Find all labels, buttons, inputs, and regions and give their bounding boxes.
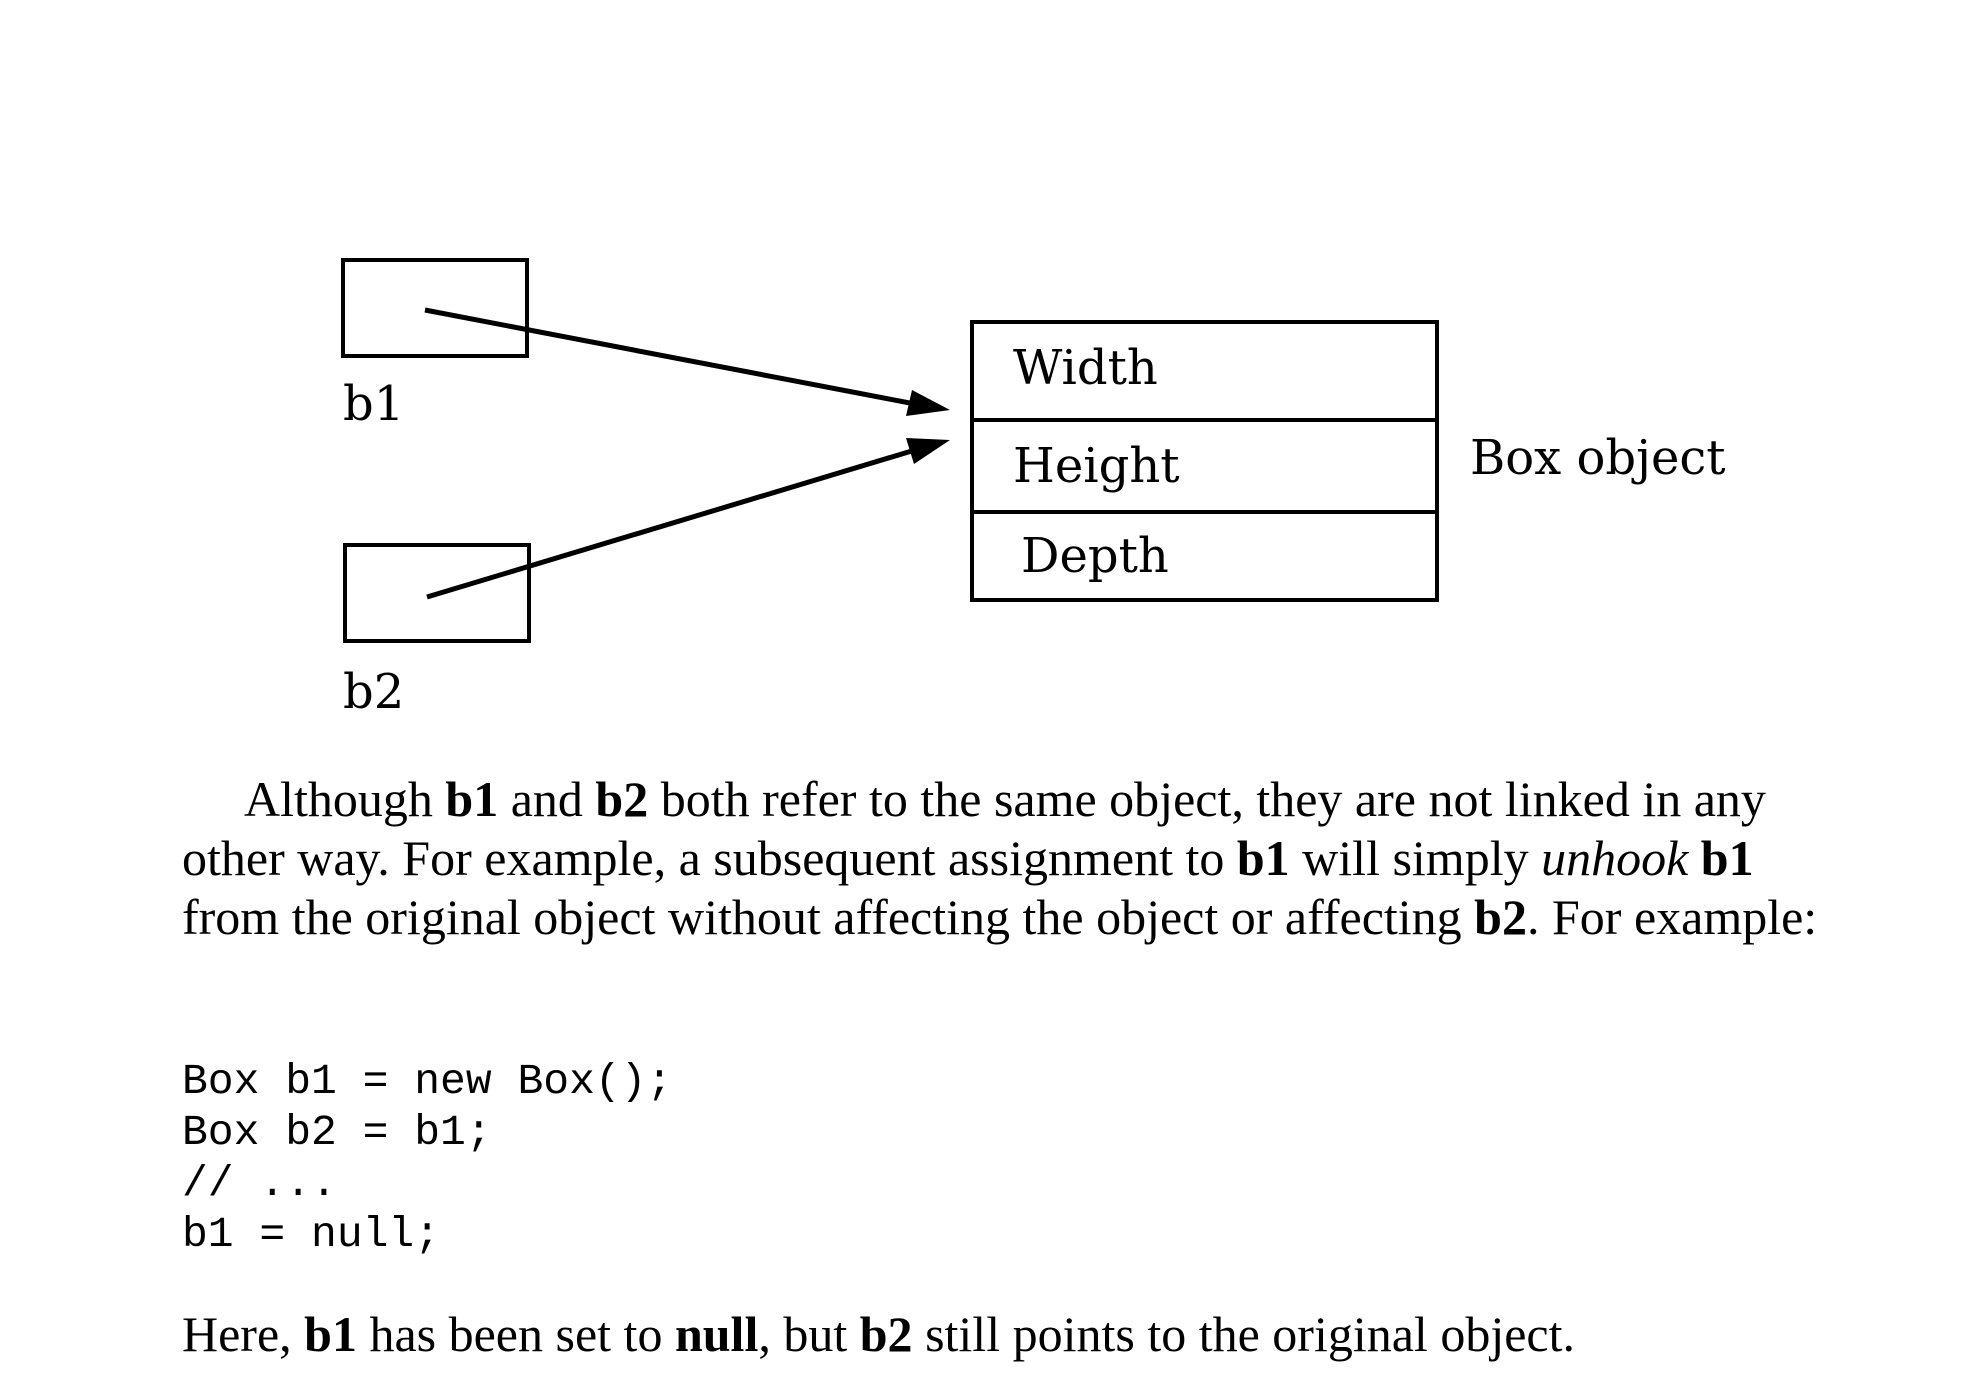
- conclusion-paragraph: Here, b1 has been set to null, but b2 st…: [182, 1305, 1862, 1364]
- para2-null-term: null: [674, 1306, 759, 1362]
- b1-pointer-arrow-line: [424, 307, 916, 407]
- para1-b2-term: b2: [595, 771, 649, 827]
- explanation-paragraph: Although b1 and b2 both refer to the sam…: [182, 770, 1862, 947]
- para1-b1-term-3: b1: [1700, 830, 1754, 886]
- para2-b1-term: b1: [304, 1306, 357, 1362]
- code-line: Box b2 = b1;: [182, 1108, 492, 1157]
- b2-arrowhead-icon: [906, 438, 950, 464]
- code-example: Box b1 = new Box();Box b2 = b1;// ...b1 …: [182, 1056, 672, 1260]
- para1-unhook-emphasis: unhook: [1541, 830, 1689, 886]
- para2-text-2: has been set to: [356, 1306, 675, 1362]
- para2-text-1: Here,: [182, 1306, 305, 1362]
- field-height-label: Height: [1013, 438, 1180, 494]
- code-line: // ...: [182, 1159, 337, 1208]
- para1-b1-term: b1: [445, 771, 499, 827]
- b1-label: b1: [343, 376, 404, 432]
- code-line: b1 = null;: [182, 1210, 441, 1259]
- box-object-label: Box object: [1470, 430, 1726, 486]
- para1-text-4: will simply: [1289, 830, 1542, 886]
- para1-text-3: both refer to the same object, they are …: [182, 771, 1766, 886]
- b2-pointer-arrow-line: [426, 447, 916, 600]
- para1-b1-term-2: b1: [1236, 830, 1290, 886]
- box-object-rect: [970, 320, 1439, 602]
- b1-arrowhead-icon: [906, 390, 950, 416]
- para1-b2-term-2: b2: [1474, 889, 1527, 945]
- b2-reference-box: [343, 543, 531, 643]
- para2-b2-term: b2: [859, 1306, 913, 1362]
- para1-text-5: [1688, 830, 1701, 886]
- b2-label: b2: [343, 664, 404, 720]
- para1-text-1: Although: [244, 771, 446, 827]
- para2-text-4: still points to the original object.: [912, 1306, 1575, 1362]
- code-line: Box b1 = new Box();: [182, 1057, 673, 1106]
- para2-text-3: , but: [758, 1306, 860, 1362]
- field-depth-label: Depth: [1021, 528, 1169, 584]
- para1-text-6: from the original object without affecti…: [182, 889, 1475, 945]
- reference-diagram: b1 b2 Width Height Depth Box object: [341, 258, 1726, 720]
- para1-text-7: . For example:: [1526, 889, 1818, 945]
- field-width-label: Width: [1013, 340, 1158, 396]
- para1-text-2: and: [498, 771, 596, 827]
- b1-reference-box: [341, 258, 529, 358]
